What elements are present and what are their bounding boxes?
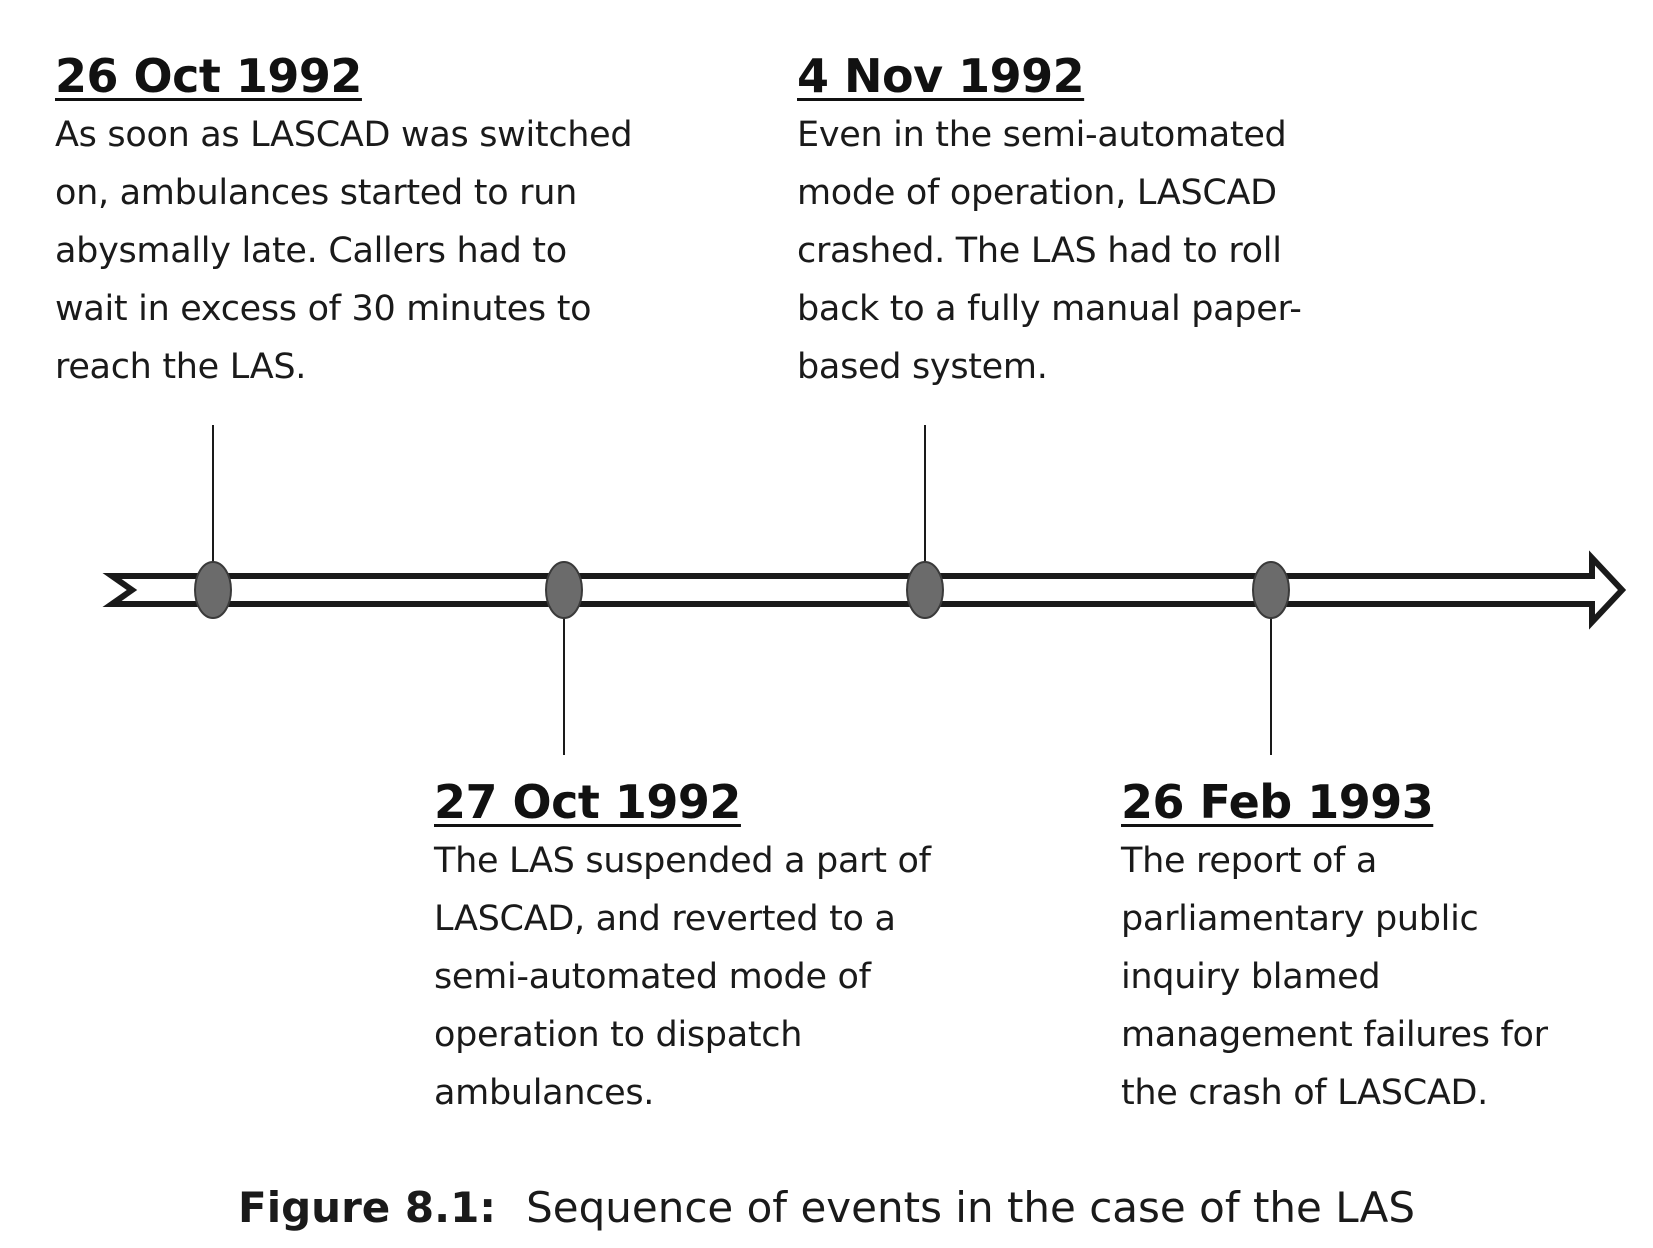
event-line: As soon as LASCAD was switched — [55, 115, 633, 155]
marker-26-feb — [1252, 561, 1290, 619]
event-line: reach the LAS. — [55, 347, 307, 387]
event-description: As soon as LASCAD was switched on, ambul… — [55, 106, 735, 396]
event-line: Even in the semi-automated — [797, 115, 1287, 155]
event-line: semi-automated mode of — [434, 957, 871, 997]
event-26-oct-1992: 26 Oct 1992 As soon as LASCAD was switch… — [55, 48, 735, 396]
event-line: inquiry blamed — [1121, 957, 1381, 997]
event-line: operation to dispatch — [434, 1015, 803, 1055]
event-date: 4 Nov 1992 — [797, 49, 1085, 103]
event-line: the crash of LASCAD. — [1121, 1073, 1488, 1113]
event-26-feb-1993: 26 Feb 1993 The report of a parliamentar… — [1121, 774, 1641, 1122]
event-description: Even in the semi-automated mode of opera… — [797, 106, 1417, 396]
event-line: abysmally late. Callers had to — [55, 231, 567, 271]
event-line: The LAS suspended a part of — [434, 841, 931, 881]
event-line: ambulances. — [434, 1073, 655, 1113]
event-line: parliamentary public — [1121, 899, 1479, 939]
event-line: LASCAD, and reverted to a — [434, 899, 896, 939]
event-line: based system. — [797, 347, 1048, 387]
event-line: crashed. The LAS had to roll — [797, 231, 1282, 271]
event-line: management failures for — [1121, 1015, 1548, 1055]
event-date: 26 Oct 1992 — [55, 49, 362, 103]
event-line: mode of operation, LASCAD — [797, 173, 1277, 213]
event-4-nov-1992: 4 Nov 1992 Even in the semi-automated mo… — [797, 48, 1417, 396]
event-27-oct-1992: 27 Oct 1992 The LAS suspended a part of … — [434, 774, 1054, 1122]
event-line: wait in excess of 30 minutes to — [55, 289, 592, 329]
event-description: The LAS suspended a part of LASCAD, and … — [434, 832, 1054, 1122]
event-line: The report of a — [1121, 841, 1378, 881]
marker-27-oct — [545, 561, 583, 619]
event-date: 27 Oct 1992 — [434, 775, 741, 829]
figure-caption-label: Figure 8.1: — [238, 1183, 497, 1232]
event-line: on, ambulances started to run — [55, 173, 577, 213]
marker-26-oct — [194, 561, 232, 619]
event-date: 26 Feb 1993 — [1121, 775, 1434, 829]
figure-caption-text: Sequence of events in the case of the LA… — [526, 1183, 1415, 1232]
figure-caption: Figure 8.1: Sequence of events in the cas… — [0, 1180, 1653, 1236]
event-description: The report of a parliamentary public inq… — [1121, 832, 1641, 1122]
event-line: back to a fully manual paper- — [797, 289, 1302, 329]
marker-4-nov — [906, 561, 944, 619]
timeline-arrow — [102, 550, 1627, 630]
